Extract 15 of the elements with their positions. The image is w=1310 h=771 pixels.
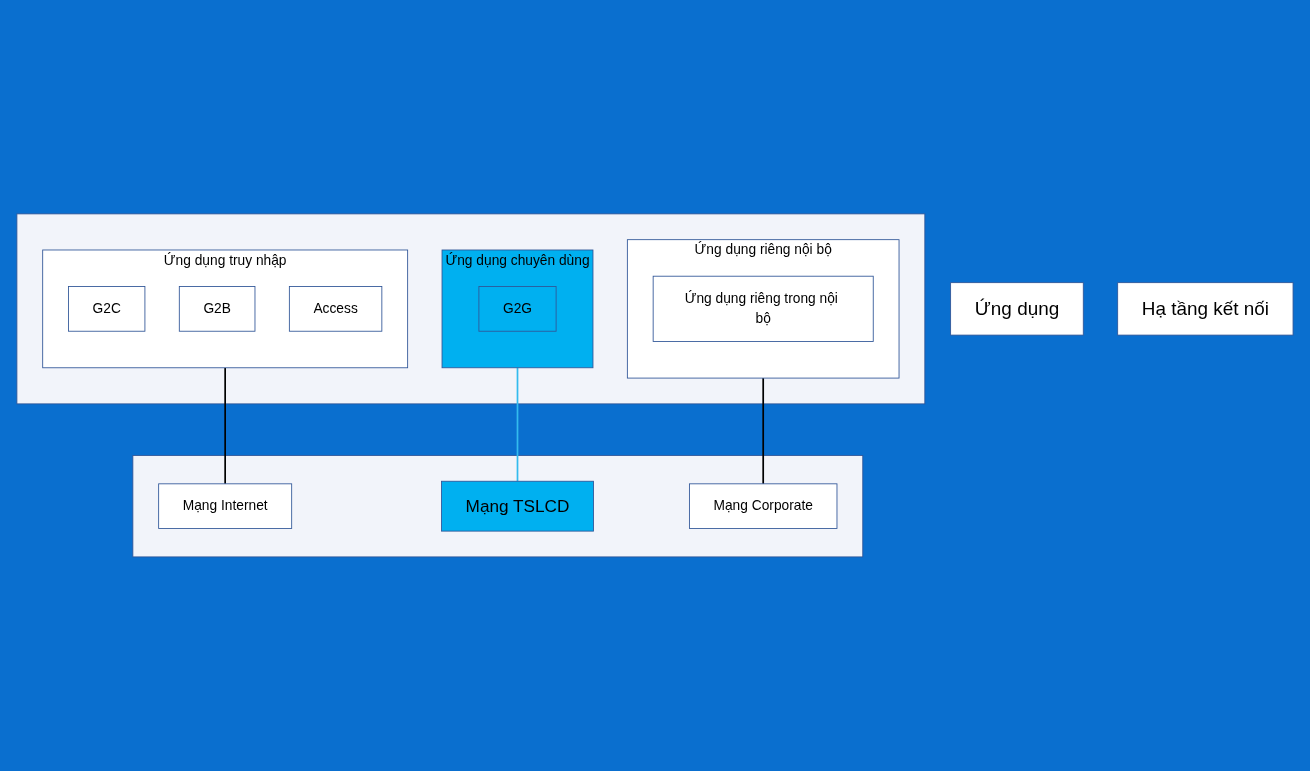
node-box: Access: [288, 286, 383, 332]
node-box: Mạng Internet: [158, 483, 293, 530]
node-box: Hạ tầng kết nối: [1117, 282, 1294, 336]
connector: [224, 367, 227, 485]
node-box: Ứng dụng: [950, 282, 1084, 336]
node-box: G2B: [178, 286, 256, 332]
node-box: Mạng TSLCD: [441, 480, 594, 532]
cluster: [16, 213, 926, 405]
node-box: G2G: [478, 286, 557, 332]
node-box: Ứng dụng riêng trong nội bộ: [652, 275, 874, 343]
connector: [516, 367, 519, 483]
node-box: G2C: [68, 286, 146, 332]
node-box: Mạng Corporate: [689, 483, 838, 530]
cluster: [132, 455, 864, 558]
connector: [762, 377, 765, 485]
